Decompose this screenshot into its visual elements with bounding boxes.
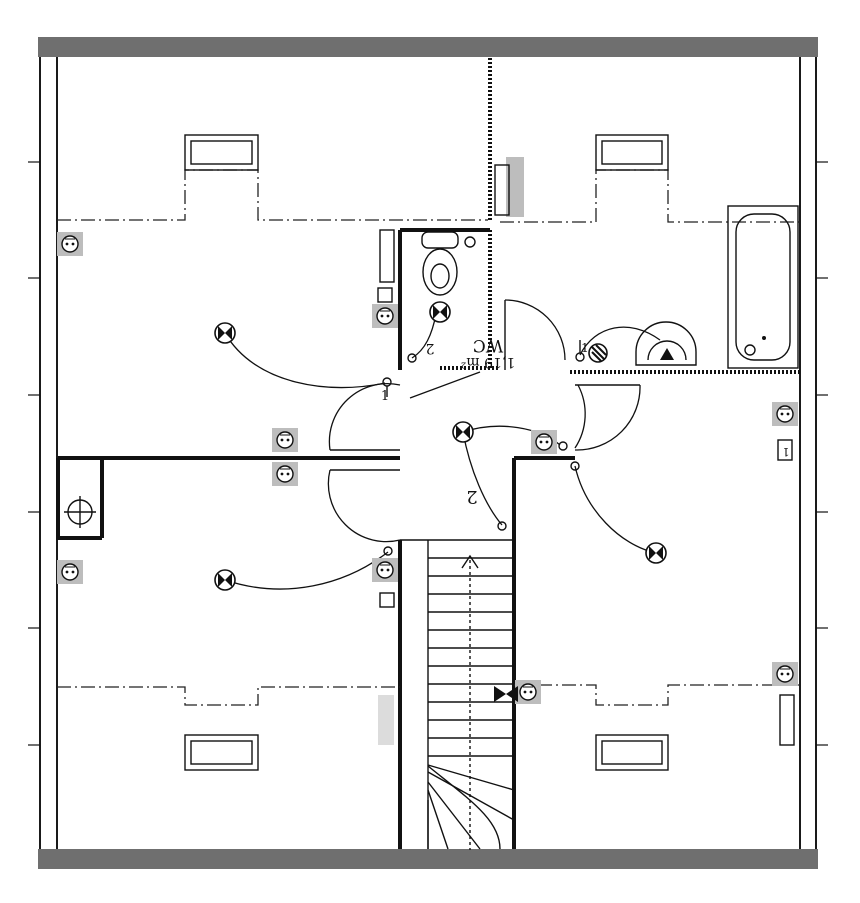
light-switch-icon <box>497 521 507 531</box>
light-switch-icon <box>558 441 568 451</box>
roof-window-icon <box>184 134 259 171</box>
light-switch-icon <box>570 461 580 471</box>
power-outlet-icon <box>57 232 83 256</box>
radiator-icon <box>379 229 395 283</box>
roof-window-icon <box>595 734 669 771</box>
ceiling-light-icon <box>214 569 236 591</box>
vmc-icon <box>64 496 96 528</box>
edge-ticks <box>28 161 828 746</box>
power-outlets <box>57 232 798 704</box>
power-outlet-icon <box>57 560 83 584</box>
roof-window-icon <box>184 734 259 771</box>
junction-box-icon <box>377 287 793 608</box>
stair-light-icon <box>494 686 518 702</box>
roof-band-bottom <box>38 849 818 869</box>
ceiling-light-icon <box>429 301 451 323</box>
interior-walls <box>56 58 800 849</box>
room-area: 1,19 m² <box>461 354 516 370</box>
toilet-icon <box>421 231 476 296</box>
room-name: WC <box>473 335 503 355</box>
light-switch-icon <box>407 353 417 363</box>
power-outlet-icon <box>515 680 541 704</box>
power-outlet-icon <box>372 304 398 328</box>
power-outlet-icon <box>772 402 798 426</box>
radiator-icon <box>494 157 524 217</box>
roof-window-icon <box>595 134 669 171</box>
circuit-label: 1 <box>381 389 389 404</box>
power-outlet-icon <box>272 462 298 486</box>
light-switch-icon <box>382 377 392 397</box>
power-outlet-icon <box>372 558 398 582</box>
ceiling-light-icon <box>214 322 236 344</box>
circuit-label: 2 <box>426 340 435 356</box>
radiator-icon <box>779 694 795 746</box>
slope-lines <box>57 169 800 706</box>
light-switch-icon <box>575 340 585 362</box>
roof-band-top <box>38 37 818 57</box>
wc-label: WC 1,19 m² <box>461 335 516 370</box>
bathtub-icon <box>727 205 799 369</box>
door-swings <box>327 299 641 543</box>
power-outlet-icon <box>531 430 557 454</box>
power-outlet-icon <box>272 428 298 452</box>
circuit-label: 1 <box>783 445 790 458</box>
power-outlet-icon <box>772 662 798 686</box>
ceiling-light-icon <box>645 542 667 564</box>
staircase-icon <box>427 554 515 850</box>
circuit-label: 2 <box>466 486 477 507</box>
circuit-label: 1 <box>581 341 589 355</box>
washbasin-icon <box>635 321 697 366</box>
radiator-icon <box>378 695 394 745</box>
ceiling-light-icon <box>588 343 608 363</box>
ceiling-light-icon <box>452 421 474 443</box>
exterior-walls <box>39 57 817 849</box>
light-switch-icon <box>383 546 393 556</box>
